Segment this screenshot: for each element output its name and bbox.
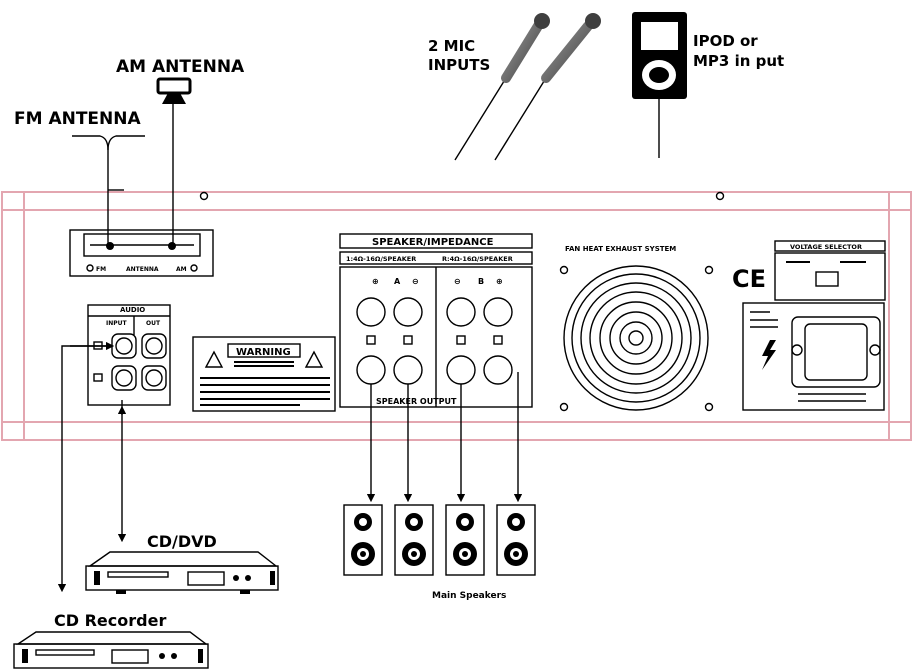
mic-inputs-label-line1: 2 MIC [428,37,475,55]
ipod-label-line1: IPOD or [693,32,758,50]
am-antenna-label: AM ANTENNA [116,57,245,77]
terminal-a-label: A [394,277,401,286]
terminal-b-label: B [478,277,484,286]
fan-exhaust: FAN HEAT EXHAUST SYSTEM [559,245,714,412]
impedance-right: R:4Ω-16Ω/SPEAKER [442,255,513,263]
antenna-am-label: AM [176,266,187,273]
speaker-output-label: SPEAKER OUTPUT [376,397,457,406]
speaker-icon [394,504,434,576]
main-speakers-label: Main Speakers [432,591,506,601]
voltage-selector-label: VOLTAGE SELECTOR [790,243,862,251]
warning-label: WARNING [192,336,336,412]
speaker-icon [496,504,536,576]
microphone-icon [501,13,550,83]
speaker-output-block: SPEAKER/IMPEDANCE 1:4Ω-16Ω/SPEAKER R:4Ω-… [339,233,533,408]
cd-dvd-label: CD/DVD [147,532,217,551]
cd-dvd-icon [85,565,279,591]
am-loop-antenna-icon [156,77,192,95]
am-antenna: AM ANTENNA [116,57,245,246]
antenna-label: ANTENNA [126,266,159,273]
power-section: CE VOLTAGE SELECTOR [732,240,886,411]
microphones: 2 MIC INPUTS [428,13,601,161]
main-speakers: Main Speakers [343,504,536,601]
ce-mark: CE [732,265,766,293]
antenna-fm-label: FM [96,266,106,273]
svg-text:⊕: ⊕ [372,277,379,286]
svg-text:⊕: ⊕ [496,277,503,286]
power-socket-icon [804,323,868,381]
fm-antenna-label: FM ANTENNA [14,109,141,129]
ipod-label-line2: MP3 in put [693,52,784,70]
audio-input-label: INPUT [106,320,128,327]
audio-out-label: OUT [146,320,161,327]
audio-io-block: AUDIO INPUT OUT [87,304,171,406]
fan-icon [609,311,663,365]
source-wires [57,341,127,593]
cd-dvd-player: CD/DVD [85,532,279,594]
lightning-icon [762,340,776,370]
speaker-wires [366,372,523,503]
cd-recorder-label: CD Recorder [54,611,166,630]
rear-panel [1,191,912,441]
speaker-impedance-title: SPEAKER/IMPEDANCE [372,237,494,248]
ipod-player: IPOD or MP3 in put [632,12,784,158]
mic-inputs-label-line2: INPUTS [428,56,490,74]
cd-recorder-icon [13,643,209,669]
cd-recorder: CD Recorder [13,611,209,669]
impedance-left: 1:4Ω-16Ω/SPEAKER [346,255,416,263]
svg-text:⊖: ⊖ [412,277,419,286]
speaker-icon [343,504,383,576]
speaker-icon [445,504,485,576]
microphone-icon [541,13,601,83]
audio-label: AUDIO [120,306,145,314]
fm-antenna: FM ANTENNA [14,109,145,246]
voltage-switch [815,271,839,287]
antenna-terminal-block: FM ANTENNA AM [69,229,214,277]
fan-label: FAN HEAT EXHAUST SYSTEM [565,245,676,253]
svg-text:⊖: ⊖ [454,277,461,286]
warning-title: WARNING [236,347,291,358]
